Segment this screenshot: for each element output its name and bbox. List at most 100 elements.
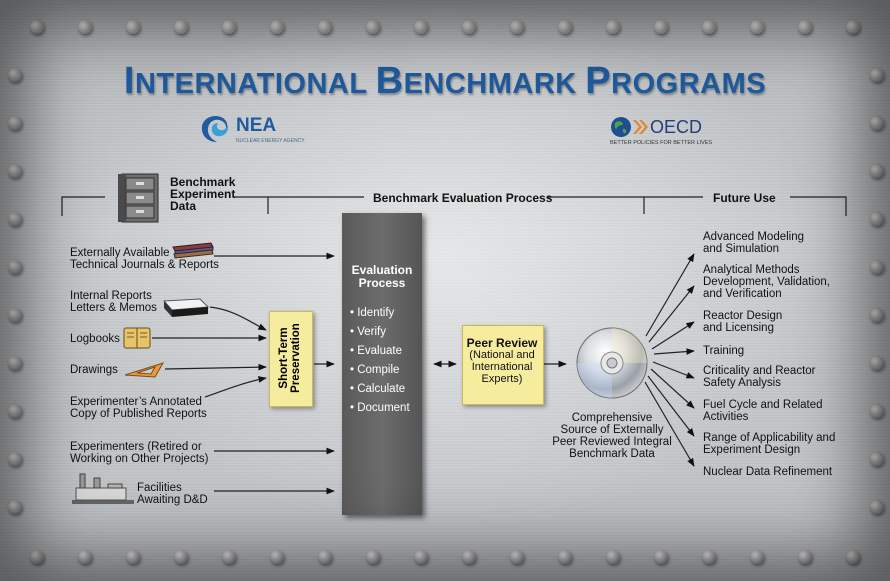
rivet (414, 20, 428, 34)
rivet (270, 550, 284, 564)
source-experimenters: Experimenters (Retired or Working on Oth… (70, 441, 208, 465)
future-use-7-l1: Range of Applicability and (703, 432, 836, 444)
future-use-6-l1: Fuel Cycle and Related (703, 399, 823, 411)
future-use-1-l2: and Simulation (703, 243, 780, 255)
future-use-8: Nuclear Data Refinement (703, 466, 832, 478)
source-experimenters-l2: Working on Other Projects) (70, 453, 209, 465)
disc-caption-l2: Source of Externally (560, 424, 664, 436)
future-use-7-l2: Experiment Design (703, 444, 801, 456)
arrow-future-5 (652, 361, 695, 379)
rivet (870, 452, 884, 466)
future-use-3-l1: Reactor Design (703, 310, 783, 322)
disc-caption-l3: Peer Reviewed Integral (552, 436, 672, 448)
rivet (8, 260, 22, 274)
rivet (78, 20, 92, 34)
peer-review-title: Peer Review (466, 336, 538, 350)
rivet (366, 550, 380, 564)
disc-caption: Comprehensive Source of Externally Peer … (552, 412, 672, 460)
header-benchmark-data-l1: Benchmark (170, 175, 236, 189)
nea-logo-text: NEA (236, 115, 277, 136)
header-benchmark-data-l3: Data (170, 199, 197, 213)
future-use-5-l1: Criticality and Reactor (703, 365, 816, 377)
short-term-preservation-box (269, 311, 313, 407)
rivet (750, 550, 764, 564)
arrow-annotated (204, 376, 267, 398)
future-use-6-l2: Activities (703, 411, 749, 423)
disc-caption-l4: Benchmark Data (569, 448, 655, 460)
evaluation-process-box (342, 213, 422, 515)
future-use-2-l3: and Verification (703, 288, 782, 300)
rivet (510, 20, 524, 34)
future-use-7: Range of Applicability and Experiment De… (703, 432, 835, 456)
title-word-international: NTERNATIONAL (134, 68, 376, 100)
source-journals: Externally Available Technical Journals … (70, 247, 219, 271)
rivet (870, 68, 884, 82)
title-cap-p: P (585, 60, 612, 102)
arrow-future-2 (648, 285, 695, 343)
future-use-5-l2: Safety Analysis (703, 377, 781, 389)
rivet (798, 20, 812, 34)
rivet (558, 20, 572, 34)
source-annotated-l1: Experimenter’s Annotated (70, 396, 202, 408)
rivet (870, 404, 884, 418)
header-benchmark-data-l2: Experiment (170, 187, 236, 201)
evaluation-title-l2: Process (358, 276, 406, 290)
peer-review-label: Peer Review (National and International … (466, 337, 538, 385)
header-future-use: Future Use (713, 191, 776, 205)
future-use-2: Analytical Methods Development, Validati… (703, 264, 830, 300)
rivet (654, 20, 668, 34)
rivet (8, 308, 22, 322)
eval-step-compile: • Compile (350, 364, 400, 376)
rivet (510, 550, 524, 564)
rivet (222, 20, 236, 34)
rivet (846, 20, 860, 34)
rivet (30, 550, 44, 564)
rivet (702, 550, 716, 564)
future-use-6: Fuel Cycle and Related Activities (703, 399, 823, 423)
source-internal-l1: Internal Reports (70, 290, 152, 302)
rivet (702, 20, 716, 34)
peer-review-box (462, 325, 544, 405)
source-internal: Internal Reports Letters & Memos (70, 290, 157, 314)
rivet (462, 550, 476, 564)
rivet (870, 164, 884, 178)
rivet (318, 20, 332, 34)
header-benchmark-data: Benchmark Experiment Data (170, 176, 235, 212)
future-use-5: Criticality and Reactor Safety Analysis (703, 365, 815, 389)
logbook-icon (123, 327, 151, 349)
cd-disc-icon (576, 327, 648, 399)
rivet (126, 20, 140, 34)
rivet (318, 550, 332, 564)
header-evaluation-process: Benchmark Evaluation Process (373, 191, 553, 205)
arrow-future-7 (647, 375, 695, 437)
future-use-1-l1: Advanced Modeling (703, 231, 805, 243)
oecd-logo-text: OECD (650, 117, 703, 137)
drafting-triangle-icon (124, 362, 165, 378)
source-facilities-l2: Awaiting D&D (137, 494, 208, 506)
evaluation-title-l1: Evaluation (351, 263, 413, 277)
rivet (8, 212, 22, 226)
rivet (270, 20, 284, 34)
rivet (846, 550, 860, 564)
rivet (366, 20, 380, 34)
source-logbooks: Logbooks (70, 333, 120, 345)
arrow-future-3 (651, 321, 695, 350)
source-internal-l2: Letters & Memos (70, 302, 157, 314)
eval-step-document: • Document (350, 402, 410, 414)
arrow-drawings (164, 363, 267, 371)
bracket-left-end (234, 196, 269, 214)
short-term-preservation-label: Short-Term Preservation (269, 311, 311, 405)
eval-step-identify: • Identify (350, 307, 395, 319)
source-annotated: Experimenter’s Annotated Copy of Publish… (70, 396, 207, 420)
short-term-l1: Short-Term (278, 327, 290, 389)
future-use-2-l2: Development, Validation, (703, 276, 830, 288)
source-drawings: Drawings (70, 364, 118, 376)
peer-review-l3: International (471, 361, 533, 373)
page-title: INTERNATIONAL BENCHMARK PROGRAMS (0, 60, 890, 103)
title-cap-b: B (375, 60, 404, 102)
nea-logo: NEA NUCLEAR ENERGY AGENCY (198, 113, 328, 149)
source-journals-l2: Technical Journals & Reports (70, 259, 219, 271)
rivet (654, 550, 668, 564)
rivet (78, 550, 92, 564)
